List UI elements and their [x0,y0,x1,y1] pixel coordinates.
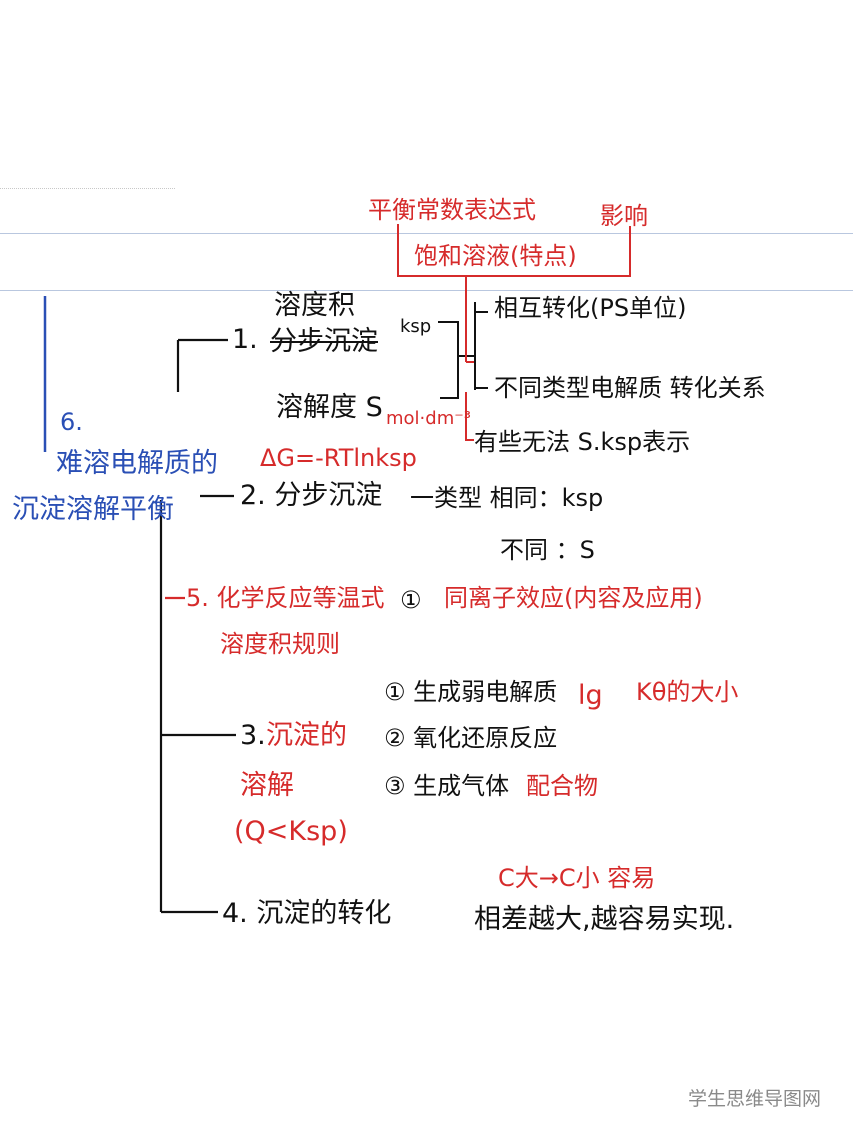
influence-label: 影响 [600,202,648,230]
weak-electrolyte-item: ① 生成弱电解质 [384,678,558,706]
dissolution-condition: (Q<Ksp) [234,816,348,847]
red-lower-stem [465,392,474,441]
root-title-line2: 沉淀溶解平衡 [12,494,174,525]
watermark: 学生思维导图网 [688,1088,822,1110]
struck-text: 分步沉淀 [270,326,378,357]
branch2-label: 2. 分步沉淀 [240,480,383,511]
notebook-rule [0,233,853,234]
conversion-note: 相差越大,越容易实现. [474,904,735,935]
complex-compound-note: 配合物 [526,772,598,800]
branch1-label: 1. [232,324,258,355]
root-title-line1: 难溶电解质的 [56,448,218,479]
root-number: 6. [60,408,83,436]
top-red-frame [397,224,631,277]
different-types-label: 不同类型电解质 转化关系 [494,374,766,402]
mutual-conversion-label: 相互转化(PS单位) [494,294,687,322]
common-ion-effect: 同离子效应(内容及应用) [444,584,703,612]
branch3-title-line2: 溶解 [240,770,294,801]
branch4-label: 4. 沉淀的转化 [222,898,392,929]
redox-item: ② 氧化还原反应 [384,724,558,752]
branch5-label: 5. 化学反应等温式 [186,584,385,612]
saturated-solution-label: 饱和溶液(特点) [414,242,577,270]
trunk-line [159,340,180,912]
solubility-unit: mol·dm⁻³ [386,408,471,429]
concentration-note: C大→C小 容易 [498,864,656,892]
gibbs-equation: ΔG=-RTlnksp [260,444,417,472]
solubility-product-label: 溶度积 [274,290,355,321]
same-type-label: 一类型 相同：ksp [410,484,604,512]
solubility-label: 溶解度 S [276,392,383,423]
different-label: 不同 ：S [500,536,595,564]
ksp-s-bracket [438,321,459,399]
notebook-rule [0,290,853,291]
lg-note: lg [578,680,603,711]
gas-item: ③ 生成气体 [384,772,510,800]
balance-expression-label: 平衡常数表达式 [368,196,536,224]
k-magnitude-note: Kθ的大小 [636,678,739,706]
top-red-stem [465,276,474,363]
ksp-label: ksp [400,316,432,337]
circled-number-icon: ① [400,586,422,614]
cannot-express-label: 有些无法 S.ksp表示 [474,428,691,456]
solubility-product-rule: 溶度积规则 [220,630,340,658]
branch3-label: 3. [240,720,266,751]
branch3-title-line1: 沉淀的 [266,720,347,751]
notebook-dotted-line [0,188,175,189]
